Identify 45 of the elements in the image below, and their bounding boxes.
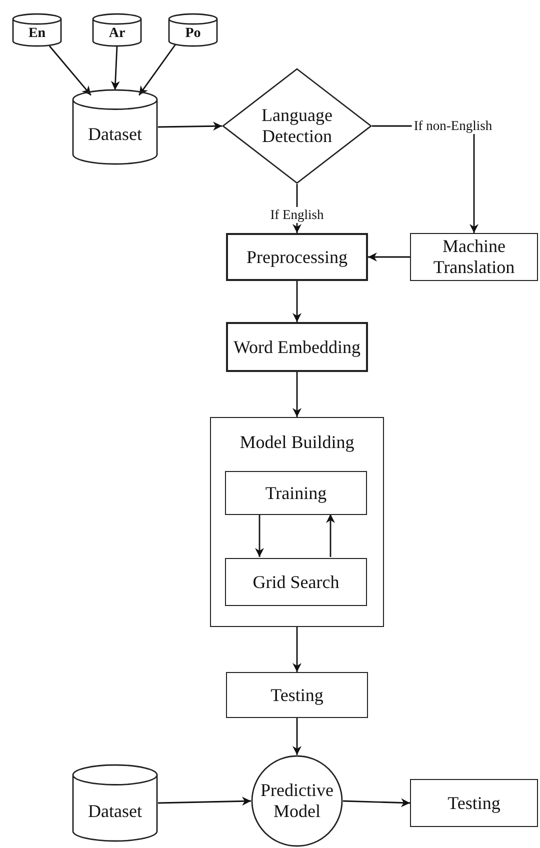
- node-label: Language Detection: [260, 105, 334, 147]
- database-cylinder: [168, 14, 218, 46]
- edge-label: If English: [268, 206, 326, 222]
- node-label: Ar: [108, 26, 126, 42]
- group-box: [210, 417, 384, 627]
- arrow: [292, 372, 302, 417]
- arrow: [292, 281, 302, 322]
- arrow: [110, 46, 120, 90]
- node-label: Model Building: [240, 432, 354, 453]
- arrow: [158, 122, 222, 131]
- database-cylinder: [12, 14, 62, 46]
- node-label: Preprocessing: [246, 246, 348, 268]
- node-label: Dataset: [88, 800, 142, 822]
- database-cylinder: [72, 90, 158, 164]
- process-box: [226, 233, 368, 281]
- arrow: [48, 46, 92, 96]
- node-label: Machine Translation: [432, 236, 516, 278]
- node-label: Grid Search: [252, 572, 340, 592]
- node-label: Testing: [270, 684, 324, 706]
- arrow: [138, 44, 176, 96]
- process-box: [226, 322, 368, 372]
- database-cylinder: [92, 14, 142, 46]
- process-box: [410, 779, 538, 827]
- node-label: Dataset: [88, 124, 142, 146]
- node-label: En: [28, 26, 46, 42]
- node-label: Testing: [448, 792, 500, 814]
- process-box: [226, 672, 368, 718]
- database-cylinder: [72, 765, 158, 841]
- arrow: [326, 514, 335, 557]
- node-label: Predictive Model: [260, 780, 334, 822]
- node-label: Word Embedding: [233, 336, 361, 358]
- arrow: [158, 796, 252, 806]
- arrow: [292, 627, 302, 672]
- model-circle: [251, 755, 343, 847]
- process-box: [225, 471, 367, 515]
- arrow: [292, 718, 302, 755]
- arrow: [342, 798, 410, 808]
- node-label: Training: [265, 482, 327, 504]
- arrow: [368, 252, 410, 262]
- edge-label: If non-English: [412, 118, 494, 134]
- decision-diamond: [222, 68, 372, 184]
- arrow: [255, 514, 264, 557]
- node-label: Po: [185, 26, 201, 42]
- process-box: [225, 558, 367, 606]
- process-box: [410, 233, 538, 281]
